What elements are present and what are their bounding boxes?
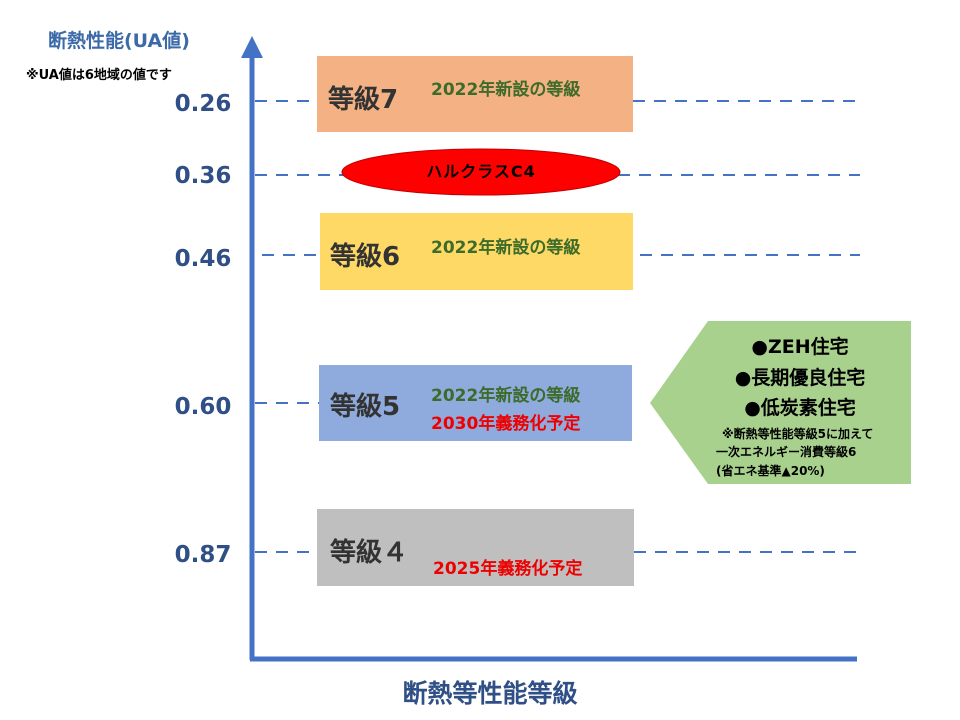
grade-4-label: 等級４ bbox=[330, 538, 409, 568]
grade-box-5 bbox=[319, 365, 632, 441]
grade-5-label: 等級5 bbox=[330, 392, 401, 422]
tick-label: 0.26 bbox=[174, 91, 232, 117]
grade-box-7 bbox=[317, 56, 633, 132]
product-ellipse bbox=[341, 148, 621, 196]
grade-5-note: 2022年新設の等級 bbox=[431, 386, 581, 406]
x-axis-title: 断熱等性能等級 bbox=[402, 679, 578, 708]
y-axis-title: 断熱性能(UA値) bbox=[48, 30, 190, 52]
tick-label: 0.60 bbox=[174, 394, 232, 420]
grade-6-note: 2022年新設の等級 bbox=[431, 238, 581, 258]
callout-note-line: ※断熱等性能等級5に加えて bbox=[722, 427, 874, 441]
grade-box-6 bbox=[320, 213, 633, 290]
ua-region-note: ※UA値は6地域の値です bbox=[26, 68, 172, 83]
callout-item-low-carbon: ●低炭素住宅 bbox=[744, 397, 856, 419]
callout-note-line: (省エネ基準▲20%) bbox=[716, 464, 825, 478]
grade-7-note: 2022年新設の等級 bbox=[431, 80, 581, 100]
callout-item-long-term: ●長期優良住宅 bbox=[734, 367, 866, 389]
tick-label: 0.46 bbox=[174, 246, 232, 272]
callout-note-line: 一次エネルギー消費等級6 bbox=[716, 445, 857, 459]
callout-item-zeh: ●ZEH住宅 bbox=[751, 336, 849, 358]
tick-label: 0.36 bbox=[174, 163, 232, 189]
product-label: ハルクラスC4 bbox=[426, 162, 536, 181]
y-axis-arrowhead bbox=[241, 36, 263, 58]
tick-label: 0.87 bbox=[174, 542, 232, 568]
grade-7-label: 等級7 bbox=[328, 85, 399, 115]
callout-shape bbox=[650, 321, 911, 484]
grade-6-label: 等級6 bbox=[330, 242, 401, 272]
grade-5-mandate: 2030年義務化予定 bbox=[431, 414, 581, 434]
grade-box-4 bbox=[317, 509, 634, 586]
grade-4-mandate: 2025年義務化予定 bbox=[433, 559, 583, 579]
